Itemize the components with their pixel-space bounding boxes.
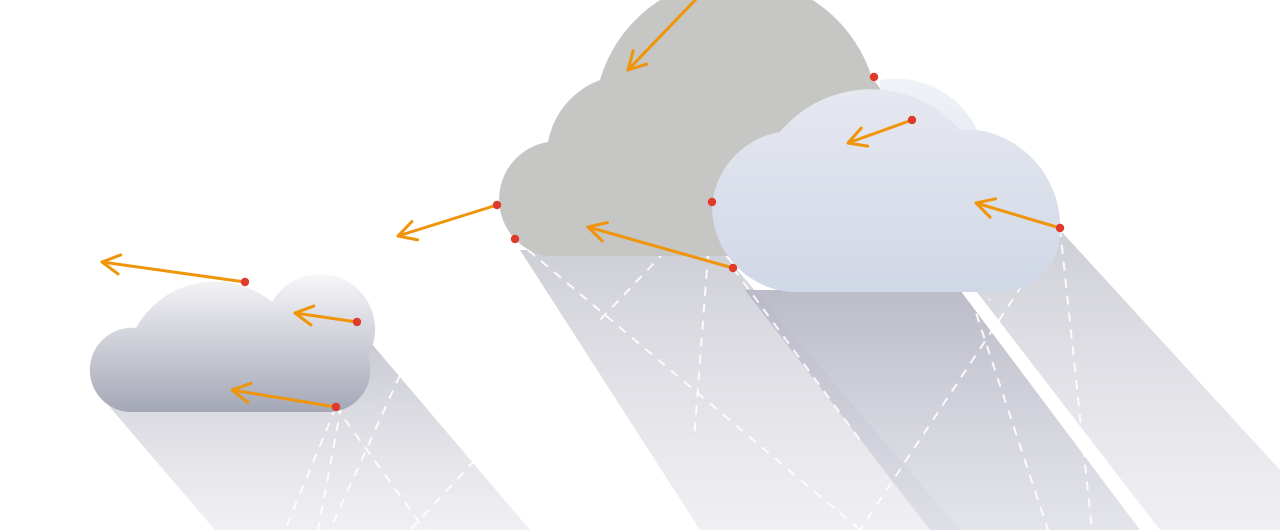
arrow-left-icon — [626, 0, 698, 72]
arrow-head — [846, 126, 870, 148]
arrow-head — [974, 197, 998, 219]
arrow-shaft — [974, 201, 1062, 230]
arrow-shaft — [293, 311, 359, 324]
dot-icon — [331, 402, 341, 412]
clouds — [89, 0, 1061, 412]
dot-icon — [728, 263, 738, 273]
arrow-left-icon — [586, 221, 735, 270]
light-cloud-shadow-front — [745, 290, 1140, 530]
arrow-shaft — [586, 225, 735, 270]
arrow-shaft — [846, 118, 914, 145]
arrow-left-icon — [846, 118, 914, 148]
dot-icon — [240, 277, 250, 287]
dot-icon — [907, 115, 917, 125]
arrow-head — [586, 221, 609, 243]
dot-icon — [492, 200, 502, 210]
dot-icon — [352, 317, 362, 327]
cloud-icon — [711, 89, 1061, 292]
dashed-ray — [329, 374, 401, 530]
arrow-left-icon — [974, 197, 1062, 230]
arrow-head — [626, 49, 649, 72]
cloud-shadows — [108, 230, 1280, 530]
arrow-head — [230, 381, 253, 404]
arrow-shaft — [230, 388, 338, 409]
dot-icon — [869, 72, 879, 82]
arrow-head — [100, 253, 123, 276]
arrow-shaft — [396, 203, 499, 238]
arrow-head — [396, 220, 420, 242]
dashed-ray — [514, 238, 861, 530]
arrow-left-icon — [396, 203, 499, 242]
arrow-left-icon — [230, 381, 338, 409]
arrow-left-icon — [100, 253, 247, 284]
arrow-head — [293, 304, 316, 327]
light-cloud-shadow-back — [960, 230, 1280, 530]
dot-icon — [510, 234, 520, 244]
large-cloud-shadow — [520, 250, 960, 530]
dashed-ray — [732, 267, 861, 441]
scatter-points — [240, 72, 1065, 412]
dashed-ray — [284, 406, 337, 530]
dot-icon — [707, 197, 717, 207]
arrow-shaft — [100, 260, 247, 284]
arrow-shaft — [626, 0, 698, 72]
scatter-arrows — [100, 0, 1062, 409]
dot-icon — [1055, 223, 1065, 233]
arrow-left-icon — [293, 304, 359, 327]
